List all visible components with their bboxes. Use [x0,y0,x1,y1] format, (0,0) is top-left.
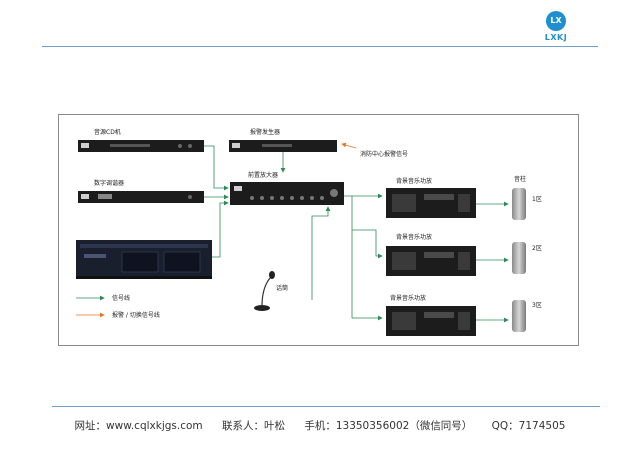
footer-website[interactable]: 网址：www.cqlxkjgs.com [74,420,203,432]
fire-signal-line [341,142,357,149]
cd-player [78,140,204,152]
amplifier-3 [386,306,476,336]
alarm-generator-label: 报警发生器 [250,128,280,136]
footer-phone: 手机：13350356002（微信同号） [304,420,473,432]
speaker-column-label: 音柱 [514,175,526,183]
preamp-to-amp2-line [351,196,383,259]
legend: 信号线 报警 / 切换信号线 [76,294,160,319]
logo-text: LXKJ [544,33,568,42]
speaker-column-1 [512,188,526,220]
amp3-label: 背景音乐功放 [390,294,426,302]
footer-rule [52,406,600,407]
cassette-deck [76,240,212,279]
zone-3-label: 3区 [532,302,542,309]
footer-qq: QQ：7174505 [491,420,566,432]
fire-signal-label: 消防中心报警信号 [360,150,408,158]
amp1-label: 背景音乐功放 [396,177,432,185]
speaker-column-3 [512,300,526,332]
zone-2-label: 2区 [532,245,542,252]
mic-to-preamp-line [311,206,331,300]
digital-tuner [78,191,204,203]
header-rule [42,46,598,47]
deck-to-preamp-line [212,200,229,258]
microphone [254,271,275,311]
preamp-label: 前置放大器 [248,171,278,179]
footer-contact-person: 联系人：叶松 [221,420,285,432]
preamp [230,182,344,205]
logo-mark: LX [546,11,566,31]
footer-contact: 网址：www.cqlxkjgs.com 联系人：叶松 手机：1335035600… [0,418,640,433]
system-diagram-frame [58,114,579,346]
amplifier-1 [386,188,476,218]
alarm-generator [229,140,337,152]
cd-to-preamp-line [204,145,229,191]
mic-label: 话筒 [276,284,288,292]
digital-tuner-label: 数字调谐器 [94,179,124,187]
legend-alarm-label: 报警 / 切换信号线 [112,311,160,319]
speaker-column-2 [512,242,526,274]
legend-signal-label: 信号线 [112,294,130,302]
zone-1-label: 1区 [532,196,542,203]
amp2-label: 背景音乐功放 [396,233,432,241]
preamp-to-amp3-line [351,230,383,321]
company-logo: LX LXKJ [536,11,576,47]
cd-player-label: 音源CD机 [94,128,121,136]
amplifier-2 [386,246,476,276]
